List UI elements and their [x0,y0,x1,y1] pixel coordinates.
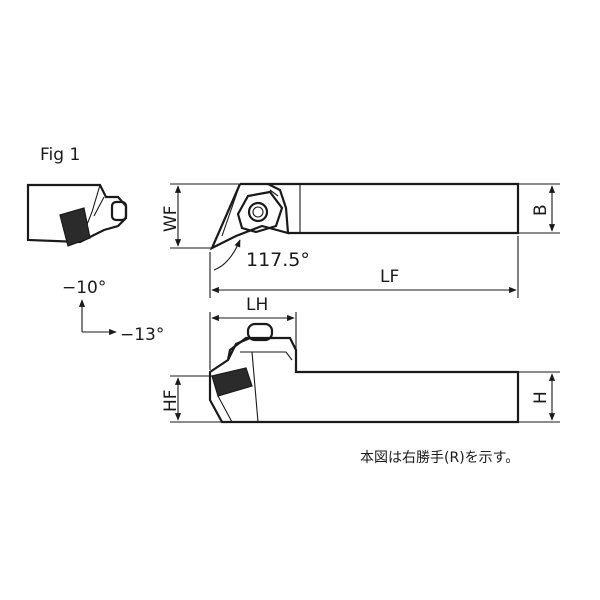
end-view [26,183,128,247]
angle-label-vertical: −10° [62,278,106,298]
dim-h: H [518,371,560,423]
dim-label-h: H [531,391,551,404]
insert-side-view [211,367,253,397]
rake-angle-indicator: −10° −13° [62,278,164,345]
angle-label-horizontal: −13° [120,325,164,345]
dim-label-b: B [531,204,551,216]
side-view [208,322,520,424]
dim-wf: WF [161,183,240,249]
clamp-screw [247,201,269,223]
dim-b: B [518,183,560,234]
dim-label-wf: WF [161,205,181,232]
dim-label-hf: HF [161,389,181,412]
insert-end-view [59,207,91,247]
approach-angle: 117.5° [213,239,310,271]
dim-lh: LH [209,295,297,370]
dim-label-lf: LF [380,267,399,287]
dim-label-lh: LH [246,295,268,315]
dim-hf: HF [161,375,222,423]
figure-label: Fig 1 [40,145,80,165]
top-view [209,182,520,251]
dim-lf: LF [209,236,519,298]
hand-note: 本図は右勝手(R)を示す。 [360,450,519,466]
angle-label-approach: 117.5° [246,249,310,271]
